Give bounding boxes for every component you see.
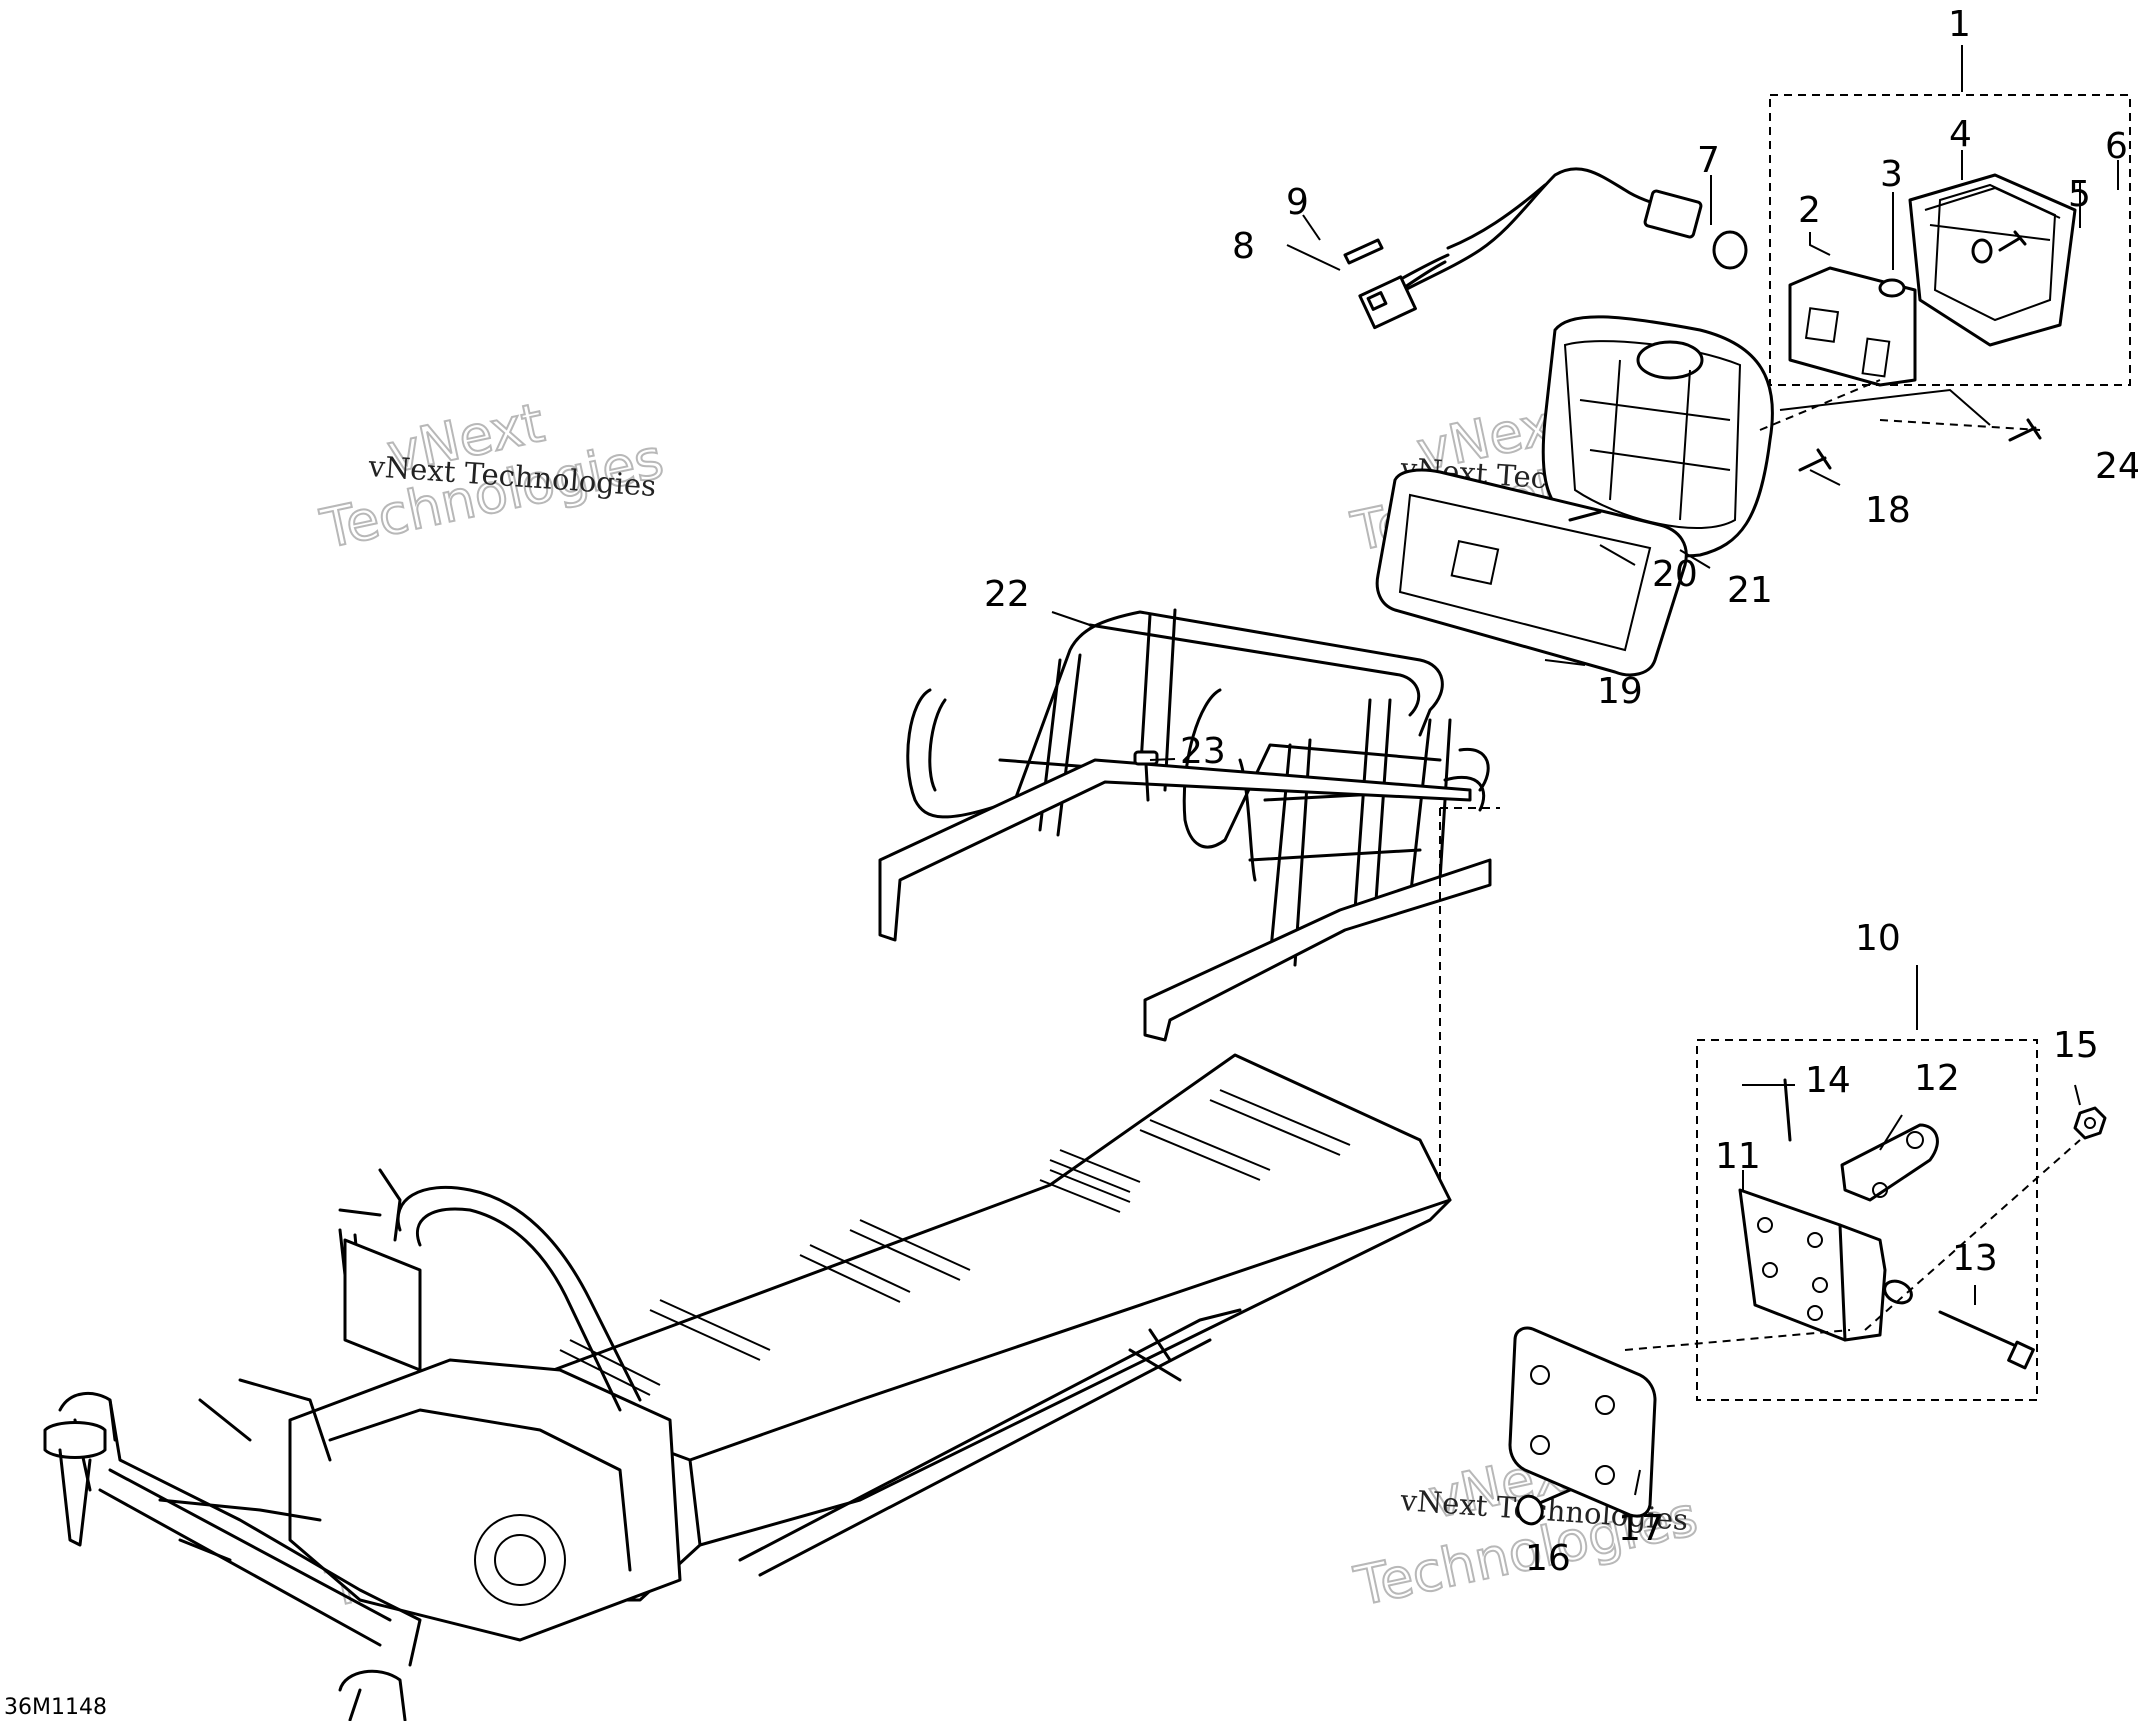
washer-5 [1971, 238, 1993, 264]
bolt-23 [1133, 750, 1159, 802]
callout-8: 8 [1232, 226, 1255, 267]
group-box-taillight [1769, 94, 2131, 386]
rack-22 [878, 608, 1492, 1042]
group-box-hitch [1696, 1039, 2038, 1401]
callout-23: 23 [1180, 731, 1226, 772]
terminal-9 [1343, 238, 1384, 265]
callout-7: 7 [1697, 140, 1720, 181]
lens-base-2 [1788, 266, 1917, 387]
callout-12: 12 [1914, 1058, 1960, 1099]
callout-22: 22 [984, 574, 1030, 615]
leader-lines [1051, 45, 2119, 1496]
callout-24: 24 [2095, 446, 2138, 487]
callout-9: 9 [1286, 182, 1309, 223]
chassis-frame [43, 1053, 1452, 1721]
callout-16: 16 [1525, 1538, 1571, 1579]
connector-7 [1643, 189, 1703, 239]
wiring-harness [1343, 167, 1748, 330]
callout-2: 2 [1798, 190, 1821, 231]
reflector-19 [1375, 468, 1688, 677]
callout-19: 19 [1597, 671, 1643, 712]
callout-20: 20 [1652, 554, 1698, 595]
pin-14 [1783, 1078, 1792, 1142]
taillight-assembly [1788, 173, 2077, 387]
bolt-13 [1938, 1310, 2027, 1352]
callout-14: 14 [1805, 1060, 1851, 1101]
drawing-reference: 36M1148 [4, 1695, 107, 1720]
hitch-assembly [1508, 1078, 2107, 1526]
hitch-bracket-12 [1840, 1123, 1939, 1202]
callout-11: 11 [1715, 1136, 1761, 1177]
callout-18: 18 [1865, 490, 1911, 531]
lens-housing-4 [1908, 173, 2077, 347]
callouts: 1 2 3 4 5 6 7 8 9 10 11 12 13 14 15 16 1… [984, 4, 2138, 1579]
bulb-3 [1878, 278, 1906, 298]
spacer-block-17 [1508, 1326, 1657, 1518]
connector-8 [1358, 275, 1417, 330]
hitch-plate-11 [1738, 1188, 1847, 1342]
screw-18 [1798, 448, 1832, 472]
callout-6: 6 [2105, 126, 2128, 167]
callout-10: 10 [1855, 918, 1901, 959]
callout-21: 21 [1727, 570, 1773, 611]
callout-17: 17 [1618, 1508, 1664, 1549]
callout-3: 3 [1880, 154, 1903, 195]
callout-4: 4 [1949, 114, 1972, 155]
callout-1: 1 [1948, 4, 1971, 45]
callout-5: 5 [2068, 174, 2091, 215]
connector-7-cap [1712, 230, 1748, 270]
screw-20 [1568, 510, 1602, 522]
callout-15: 15 [2053, 1025, 2099, 1066]
nut-15 [2073, 1106, 2107, 1140]
callout-13: 13 [1952, 1238, 1998, 1279]
light-housing-21 [1541, 315, 1774, 558]
screw-6 [1998, 230, 2027, 252]
